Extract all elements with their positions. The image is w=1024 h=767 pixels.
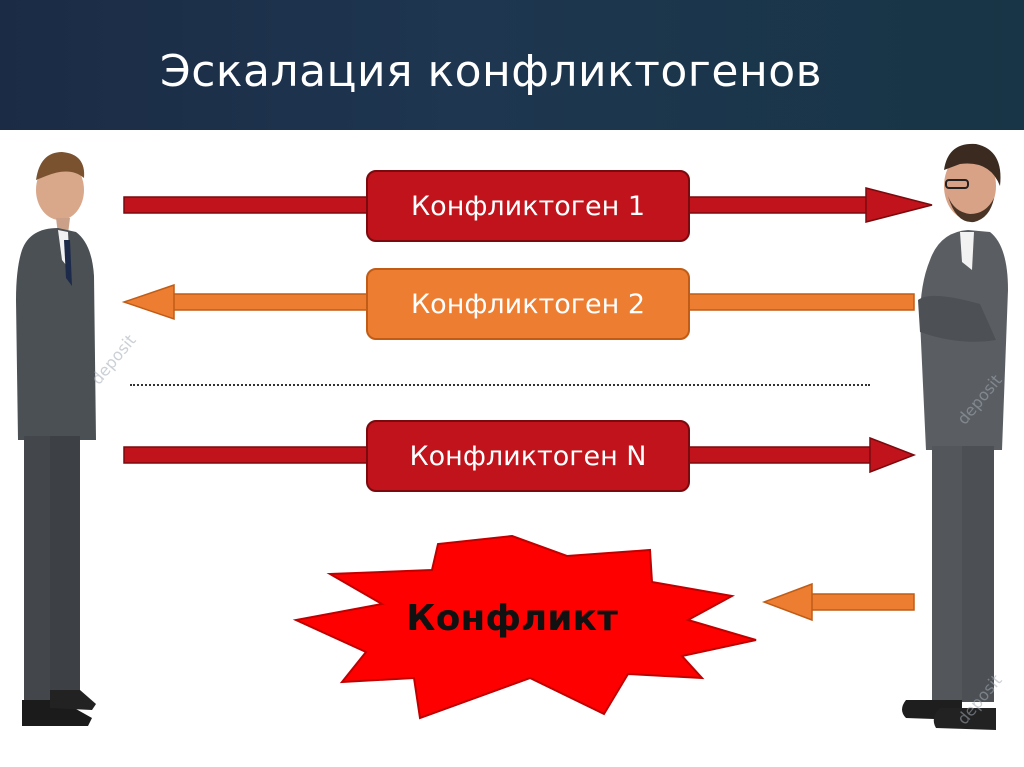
right-person-figure (902, 143, 1008, 730)
slide-title: Эскалация конфликтогенов (160, 46, 823, 97)
conflictogen-n-box: Конфликтоген N (366, 420, 690, 492)
ellipsis-divider (130, 384, 870, 386)
arrow-return (761, 582, 915, 622)
conflictogen-2-label: Конфликтоген 2 (411, 288, 645, 320)
conflictogen-1-label: Конфликтоген 1 (411, 190, 645, 222)
left-person-figure (16, 152, 96, 726)
conflict-starburst-shape (292, 534, 757, 720)
conflictogen-1-box: Конфликтоген 1 (366, 170, 690, 242)
title-bar: Эскалация конфликтогенов (0, 0, 1024, 130)
conflictogen-n-label: Конфликтоген N (409, 440, 647, 472)
conflictogen-2-box: Конфликтоген 2 (366, 268, 690, 340)
conflict-label: Конфликт (406, 598, 618, 639)
